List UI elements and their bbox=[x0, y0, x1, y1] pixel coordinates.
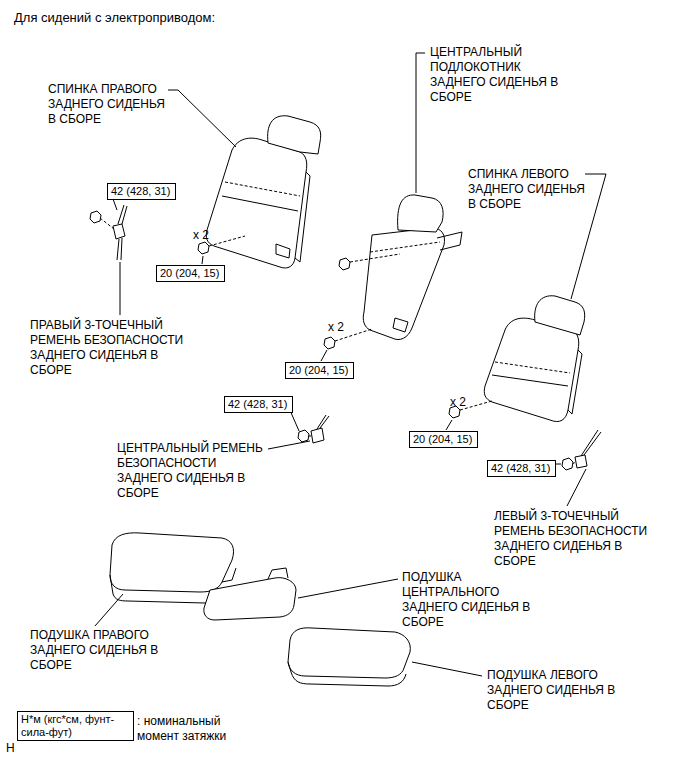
right-seatback-part bbox=[206, 138, 306, 268]
torque-box-text: 42 (428, 31) bbox=[491, 462, 552, 475]
part-name: ЦЕНТРАЛЬНЫЙ ПОДЛОКОТНИК ЗАДНЕГО СИДЕНЬЯ … bbox=[430, 45, 578, 105]
seatback-bolts-part bbox=[324, 337, 335, 349]
seat-cushions-part bbox=[204, 578, 296, 620]
part-name: ЦЕНТРАЛЬНЫЙ РЕМЕНЬ БЕЗОПАСНОСТИ ЗАДНЕГО … bbox=[117, 441, 275, 501]
seatback-bolts-part bbox=[209, 236, 245, 246]
torque-box: 42 (428, 31) bbox=[107, 183, 176, 200]
seat-cushions-part bbox=[288, 628, 410, 678]
seat-belt-anchors-part bbox=[317, 415, 329, 429]
seat-belt-anchors-part bbox=[311, 428, 324, 443]
diagram-title: Для сидений с электроприводом: bbox=[14, 10, 215, 26]
leader-lines-part bbox=[416, 53, 425, 193]
seat-belt-anchors-part bbox=[575, 455, 587, 468]
center-armrest-part bbox=[393, 318, 408, 332]
leader-lines-part bbox=[298, 579, 398, 598]
center-armrest-part bbox=[437, 232, 462, 250]
seat-belt-anchors-part bbox=[562, 458, 573, 470]
seat-belt-anchors-part bbox=[581, 430, 601, 456]
part-name: ЛЕВЫЙ 3-ТОЧЕЧНЫЙ РЕМЕНЬ БЕЗОПАСНОСТИ ЗАД… bbox=[494, 509, 666, 569]
part-name: СПИНКА ЛЕВОГО ЗАДНЕГО СИДЕНЬЯ В СБОРЕ bbox=[468, 167, 586, 212]
right-seatback-part bbox=[276, 244, 290, 258]
leader-lines-part bbox=[412, 662, 482, 676]
left-seatback bbox=[484, 296, 584, 422]
part-name: СПИНКА ПРАВОГО ЗАДНЕГО СИДЕНЬЯ В СБОРЕ bbox=[48, 82, 170, 127]
quantity-mark: x 2 bbox=[193, 228, 209, 243]
seatback-bolts-part bbox=[350, 254, 400, 262]
part-name: ПОДУШКА ЦЕНТРАЛЬНОГО ЗАДНЕГО СИДЕНЬЯ В С… bbox=[402, 570, 549, 630]
center-armrest-part bbox=[363, 228, 444, 340]
seat-cushions-part bbox=[288, 662, 406, 686]
torque-box-text: 42 (428, 31) bbox=[228, 398, 289, 411]
left-seatback-part bbox=[568, 350, 582, 414]
center-armrest-part bbox=[398, 195, 443, 232]
torque-box-text: 20 (204, 15) bbox=[413, 433, 474, 446]
legend-box-text: Н*м (кгс*см, фунт-сила-фут) bbox=[21, 713, 129, 739]
figure-code: H bbox=[6, 741, 15, 756]
torque-box: 42 (428, 31) bbox=[224, 396, 293, 413]
seat-belt-anchors-part bbox=[298, 430, 309, 442]
leader-lines-part bbox=[268, 441, 310, 449]
seatback-bolts-part bbox=[339, 258, 350, 270]
right-seatback-part bbox=[222, 196, 298, 211]
part-name: ПРАВЫЙ 3-ТОЧЕЧНЫЙ РЕМЕНЬ БЕЗОПАСНОСТИ ЗА… bbox=[30, 318, 200, 378]
quantity-mark: x 2 bbox=[328, 320, 344, 335]
part-name: ПОДУШКА ПРАВОГО ЗАДНЕГО СИДЕНЬЯ В СБОРЕ bbox=[30, 628, 177, 673]
torque-box-text: 42 (428, 31) bbox=[111, 185, 172, 198]
seat-belt-anchors-part bbox=[113, 224, 125, 239]
left-seatback-part bbox=[492, 375, 568, 386]
right-seatback-part bbox=[295, 172, 310, 262]
torque-box: 20 (204, 15) bbox=[156, 265, 225, 282]
torque-box: 42 (428, 31) bbox=[487, 460, 556, 477]
torque-box: 20 (204, 15) bbox=[285, 362, 354, 379]
torque-box-text: 20 (204, 15) bbox=[289, 364, 350, 377]
torque-box: 20 (204, 15) bbox=[409, 431, 478, 448]
seatback-bolts bbox=[198, 236, 492, 418]
center-armrest-part bbox=[370, 242, 440, 252]
seat-belt-anchors-part bbox=[90, 211, 101, 223]
leader-lines-part bbox=[446, 420, 452, 430]
part-name: ПОДУШКА ЛЕВОГО ЗАДНЕГО СИДЕНЬЯ В СБОРЕ bbox=[487, 668, 634, 713]
seat-belt-anchors-part bbox=[117, 205, 127, 260]
leader-lines-part bbox=[120, 262, 121, 315]
right-seatback-part bbox=[268, 116, 321, 154]
seat-belt-anchors-part bbox=[100, 218, 114, 229]
seatback-bolts-part bbox=[198, 242, 209, 254]
seat-cushions-part bbox=[268, 568, 288, 579]
legend-box: Н*м (кгс*см, фунт-сила-фут) bbox=[17, 711, 134, 741]
leader-lines-part bbox=[202, 256, 203, 264]
leader-lines-part bbox=[113, 199, 117, 210]
right-seatback-part bbox=[225, 182, 300, 196]
right-seatback bbox=[206, 116, 320, 268]
torque-box-text: 20 (204, 15) bbox=[160, 267, 221, 280]
leader-lines-part bbox=[321, 350, 327, 361]
seat-cushions bbox=[110, 533, 410, 686]
legend-note: : номинальный момент затяжки bbox=[137, 714, 243, 744]
left-seatback-part bbox=[535, 296, 585, 335]
center-armrest bbox=[363, 195, 462, 340]
left-seatback-part bbox=[495, 362, 570, 373]
seat-cushions-part bbox=[222, 568, 236, 582]
leader-lines bbox=[95, 53, 606, 676]
leader-lines-part bbox=[168, 90, 236, 147]
leader-lines-part bbox=[95, 594, 123, 626]
leader-lines-part bbox=[567, 469, 586, 506]
left-seatback-part bbox=[484, 318, 578, 421]
quantity-mark: x 2 bbox=[450, 395, 466, 410]
seat-cushions-part bbox=[110, 533, 234, 592]
